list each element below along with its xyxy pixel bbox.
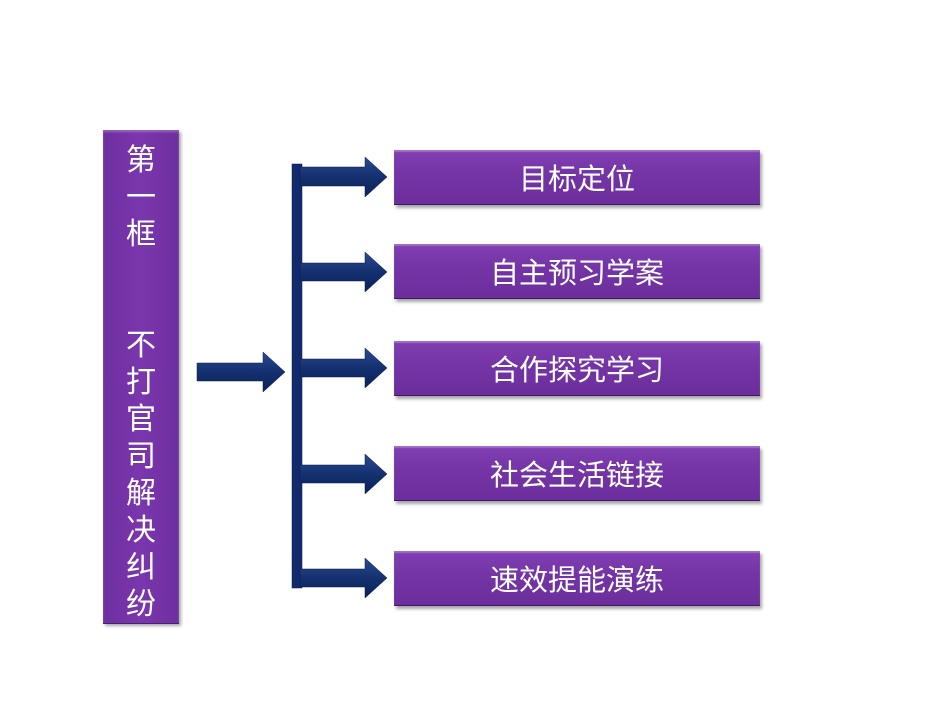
- lesson-title-text: 第 一 框 不 打 官 司 解 决 纠 纷: [126, 143, 156, 622]
- input-arrow: [196, 351, 286, 393]
- menu-item-self-study[interactable]: 自主预习学案: [394, 244, 760, 299]
- branch-arrow-4: [299, 453, 388, 495]
- menu-item-quick-practice[interactable]: 速效提能演练: [394, 551, 760, 606]
- menu-item-label: 速效提能演练: [489, 563, 664, 597]
- lesson-title-box: 第 一 框 不 打 官 司 解 决 纠 纷: [103, 130, 179, 624]
- menu-item-label: 社会生活链接: [489, 458, 664, 492]
- branch-arrow-5: [299, 557, 388, 599]
- menu-item-goal-positioning[interactable]: 目标定位: [394, 150, 760, 205]
- menu-item-label: 合作探究学习: [489, 353, 664, 387]
- branch-arrow-1: [299, 156, 388, 198]
- menu-item-social-life-link[interactable]: 社会生活链接: [394, 446, 760, 501]
- branch-arrow-2: [299, 251, 388, 293]
- menu-item-label: 自主预习学案: [489, 256, 664, 290]
- menu-item-label: 目标定位: [518, 162, 635, 196]
- branch-arrow-3: [299, 347, 388, 389]
- menu-item-cooperative-study[interactable]: 合作探究学习: [394, 341, 760, 396]
